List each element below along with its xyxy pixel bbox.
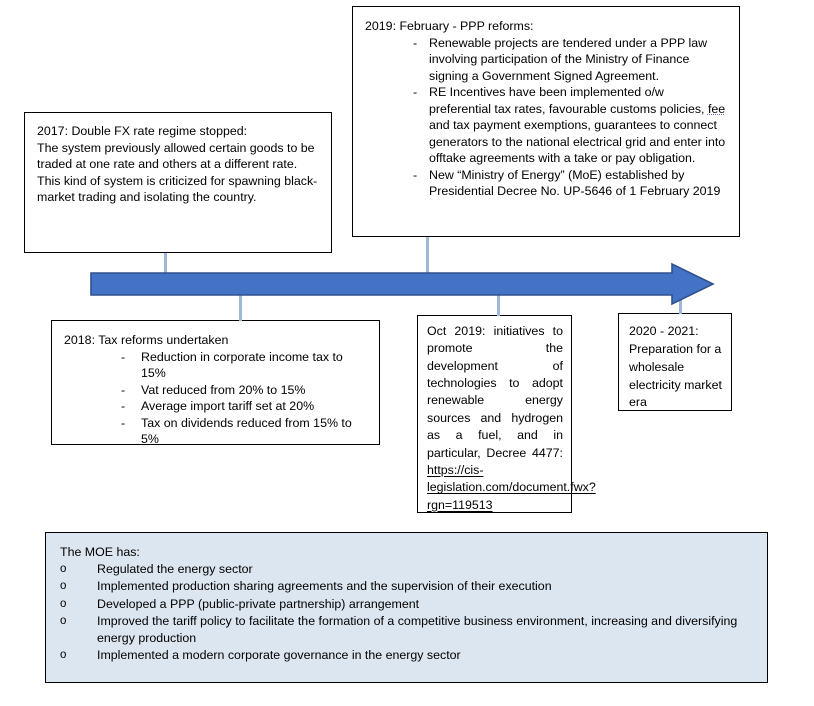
circle-bullet-marker: o	[60, 597, 67, 610]
box-2019-ppp-bullet-list: - Renewable projects are tendered under …	[365, 35, 727, 200]
box-2017-body: The system previously allowed certain go…	[37, 140, 319, 205]
timeline-box-2018: 2018: Tax reforms undertaken - Reduction…	[51, 320, 380, 448]
list-item-text: New “Ministry of Energy” (MoE) establish…	[429, 167, 721, 199]
list-item: - RE Incentives have been implemented o/…	[365, 84, 727, 167]
box-2017-heading: 2017: Double FX rate regime stopped:	[37, 124, 248, 138]
moe-panel-heading: The MOE has:	[60, 545, 140, 559]
timeline-box-2017: 2017: Double FX rate regime stopped: The…	[24, 112, 332, 253]
list-item-text: Vat reduced from 20% to 15%	[141, 382, 306, 397]
timeline-arrow	[90, 262, 715, 306]
decree-4477-link[interactable]: https://cis-legislation.com/document.fwx…	[427, 462, 596, 512]
moe-summary-panel: The MOE has: o Regulated the energy sect…	[45, 532, 768, 683]
box-2019-ppp-heading: 2019: February - PPP reforms:	[365, 19, 534, 33]
connector-timeline-to-2018	[239, 295, 242, 321]
list-item: - New “Ministry of Energy” (MoE) establi…	[365, 167, 727, 200]
connector-timeline-to-2020-2021	[679, 295, 682, 314]
dash-bullet-marker: -	[121, 382, 126, 397]
list-item: o Implemented production sharing agreeme…	[60, 578, 755, 595]
circle-bullet-marker: o	[60, 562, 67, 575]
dash-bullet-marker: -	[413, 35, 418, 50]
box-2020-2021-text: 2020 - 2021: Preparation for a wholesale…	[629, 324, 722, 410]
list-item: o Developed a PPP (public-private partne…	[60, 596, 755, 613]
box-oct-2019-text: Oct 2019: initiatives to promote the dev…	[427, 324, 563, 460]
dash-bullet-marker: -	[121, 415, 126, 430]
list-item-text: Implemented production sharing agreement…	[97, 579, 552, 593]
dash-bullet-marker: -	[413, 167, 418, 182]
list-item-text: Developed a PPP (public-private partners…	[97, 596, 420, 611]
circle-bullet-marker: o	[60, 649, 67, 661]
connector-2017-to-timeline	[164, 253, 167, 275]
list-item: - Average import tariff set at 20%	[64, 398, 369, 415]
timeline-box-oct-2019: Oct 2019: initiatives to promote the dev…	[417, 315, 596, 513]
list-item-text-part: RE Incentives have been implemented o/w …	[429, 85, 708, 116]
list-item: - Vat reduced from 20% to 15%	[64, 382, 369, 399]
list-item: o Regulated the energy sector	[60, 561, 755, 578]
list-item: - Tax on dividends reduced from 15% to 5…	[64, 415, 369, 448]
list-item-text: Reduction in corporate income tax to 15%	[141, 349, 343, 381]
list-item-text-part: and tax payment exemptions, guarantees t…	[429, 118, 726, 165]
timeline-box-2019-ppp: 2019: February - PPP reforms: - Renewabl…	[352, 6, 740, 237]
list-item: o Implemented a modern corporate governa…	[60, 647, 755, 664]
circle-bullet-marker: o	[60, 580, 67, 592]
list-item-text: Average import tariff set at 20%	[141, 399, 315, 413]
dash-bullet-marker: -	[121, 399, 126, 413]
list-item: - Renewable projects are tendered under …	[365, 35, 727, 85]
list-item-text: Regulated the energy sector	[97, 561, 253, 576]
list-item-text: RE Incentives have been implemented o/w …	[429, 84, 727, 167]
list-item-text: Improved the tariff policy to facilitate…	[97, 614, 738, 645]
connector-2019-ppp-to-timeline	[426, 237, 429, 275]
timeline-box-2020-2021: 2020 - 2021: Preparation for a wholesale…	[618, 313, 732, 411]
moe-panel-bullet-list: o Regulated the energy sector o Implemen…	[60, 561, 755, 664]
circle-bullet-marker: o	[60, 615, 67, 627]
list-item: - Reduction in corporate income tax to 1…	[64, 349, 369, 382]
list-item: o Improved the tariff policy to facilita…	[60, 613, 755, 646]
spellcheck-underlined-word: fee	[707, 101, 726, 116]
box-2018-bullet-list: - Reduction in corporate income tax to 1…	[64, 349, 369, 448]
list-item-text: Implemented a modern corporate governanc…	[97, 648, 461, 662]
connector-timeline-to-oct-2019	[497, 295, 500, 316]
dash-bullet-marker: -	[121, 349, 126, 364]
box-2018-heading: 2018: Tax reforms undertaken	[64, 333, 229, 347]
list-item-text: Renewable projects are tendered under a …	[429, 35, 708, 83]
list-item-text: Tax on dividends reduced from 15% to 5%	[141, 415, 352, 447]
dash-bullet-marker: -	[413, 85, 418, 99]
